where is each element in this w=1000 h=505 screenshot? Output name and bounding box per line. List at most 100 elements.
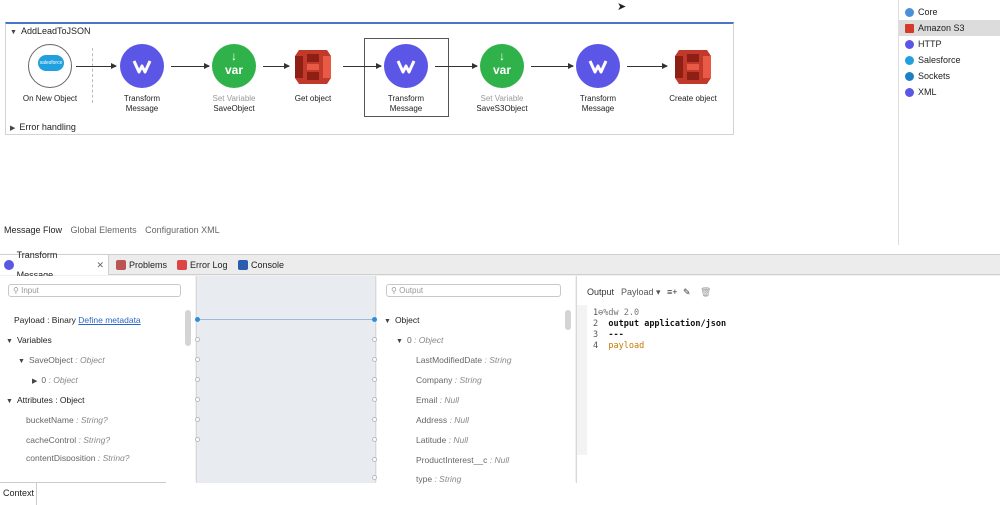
tab-console[interactable]: Console	[234, 255, 288, 275]
input-pane: ⚲ Input Payload : Binary Define metadata…	[0, 276, 195, 505]
code-editor[interactable]: 1⊖%dw 2.0 2 output application/json 3 --…	[577, 305, 1000, 483]
mapping-anchor[interactable]	[372, 397, 377, 402]
expand-triangle-icon[interactable]: ▼	[18, 358, 25, 365]
add-target-icon[interactable]: ≡+	[667, 287, 678, 297]
output-index-row[interactable]: ▼0 : Object	[396, 335, 444, 345]
palette-item-salesforce[interactable]: Salesforce	[899, 52, 1000, 68]
flow-node-get-object[interactable]: Get object	[278, 44, 348, 104]
error-log-icon	[177, 260, 187, 270]
code-line: 1⊖%dw 2.0	[593, 308, 640, 318]
editor-gutter	[577, 305, 587, 455]
output-search-field[interactable]: ⚲ Output	[386, 284, 561, 297]
attributes-row[interactable]: ▼Attributes : Object	[6, 395, 85, 405]
mapping-anchor[interactable]	[195, 397, 200, 402]
index-zero-row[interactable]: ▶0 : Object	[32, 375, 78, 385]
tab-problems[interactable]: Problems	[112, 255, 171, 275]
problems-icon	[116, 260, 126, 270]
mapping-anchor[interactable]	[195, 377, 200, 382]
payload-row[interactable]: Payload : Binary Define metadata	[14, 315, 141, 325]
flow-container[interactable]: ▼AddLeadToJSON salesforce On New Object …	[5, 22, 734, 135]
output-field-row[interactable]: ProductInterest__c : Null	[416, 455, 510, 465]
mapping-anchor[interactable]	[372, 317, 377, 322]
search-icon: ⚲	[13, 286, 22, 295]
mapping-anchor[interactable]	[372, 475, 377, 480]
flow-node-source[interactable]: salesforce On New Object	[15, 44, 85, 104]
delete-trash-icon[interactable]: 🗑	[700, 287, 712, 297]
palette-item-amazon-s3[interactable]: Amazon S3	[899, 20, 1000, 36]
collapse-triangle-icon[interactable]: ▼	[10, 29, 17, 36]
payload-dropdown[interactable]: Payload ▾	[621, 287, 661, 297]
output-field-row[interactable]: Company : String	[416, 375, 482, 385]
expand-triangle-icon[interactable]: ▼	[384, 318, 391, 325]
flow-connector	[343, 63, 382, 69]
mapping-anchor[interactable]	[372, 357, 377, 362]
flow-node-transform-3[interactable]: Transform Message	[563, 44, 633, 114]
expand-triangle-icon[interactable]: ▼	[6, 338, 13, 345]
close-tab-icon[interactable]: ✕	[96, 260, 104, 270]
tab-global-elements[interactable]: Global Elements	[70, 225, 137, 235]
mapping-anchor[interactable]	[195, 317, 200, 322]
palette-item-sockets[interactable]: Sockets	[899, 68, 1000, 84]
transform-message-icon	[4, 260, 14, 270]
flow-node-transform-2[interactable]: Transform Message	[371, 44, 441, 114]
dropdown-caret-icon: ▾	[656, 287, 661, 297]
expand-triangle-icon[interactable]: ▶	[10, 125, 16, 132]
output-field-row[interactable]: Latitude : Null	[416, 435, 468, 445]
flow-node-set-variable-2[interactable]: ↓var Set Variable SaveS3Object	[467, 44, 537, 114]
flow-connector	[627, 63, 668, 69]
expand-triangle-icon[interactable]: ▼	[6, 398, 13, 405]
palette-item-xml[interactable]: XML	[899, 84, 1000, 100]
attribute-row[interactable]: bucketName : String?	[26, 415, 108, 425]
save-object-row[interactable]: ▼SaveObject : Object	[18, 355, 105, 365]
tab-message-flow[interactable]: Message Flow	[4, 225, 63, 235]
flow-title[interactable]: ▼AddLeadToJSON	[10, 26, 91, 36]
mapping-anchor[interactable]	[372, 377, 377, 382]
output-field-row[interactable]: LastModifiedDate : String	[416, 355, 512, 365]
edit-pencil-icon[interactable]: ✎	[683, 287, 691, 297]
console-icon	[238, 260, 248, 270]
context-area	[36, 483, 166, 505]
amazon-s3-bucket-icon	[671, 44, 715, 88]
output-field-row[interactable]: Address : Null	[416, 415, 469, 425]
output-field-row[interactable]: Email : Null	[416, 395, 460, 405]
output-field-row[interactable]: type : String	[416, 474, 462, 484]
code-line: 4 payload	[593, 341, 645, 351]
mapping-anchor[interactable]	[195, 337, 200, 342]
salesforce-source-icon: salesforce	[28, 44, 72, 88]
mapping-anchor[interactable]	[372, 417, 377, 422]
output-root-row[interactable]: ▼Object	[384, 315, 420, 325]
selected-node-frame	[364, 38, 449, 117]
mapping-anchor[interactable]	[372, 337, 377, 342]
palette-item-http[interactable]: HTTP	[899, 36, 1000, 52]
expand-triangle-icon[interactable]: ▼	[396, 338, 403, 345]
tab-error-log[interactable]: Error Log	[173, 255, 232, 275]
mapping-anchor[interactable]	[372, 437, 377, 442]
variables-row[interactable]: ▼Variables	[6, 335, 52, 345]
mapping-anchor[interactable]	[195, 437, 200, 442]
flow-node-set-variable-1[interactable]: ↓var Set Variable SaveObject	[199, 44, 269, 114]
http-icon	[905, 39, 914, 49]
flow-canvas: ▼AddLeadToJSON salesforce On New Object …	[0, 0, 895, 245]
flow-node-transform-1[interactable]: Transform Message	[107, 44, 177, 114]
palette-panel: Core Amazon S3 HTTP Salesforce Sockets X…	[898, 0, 1000, 245]
expand-triangle-icon[interactable]: ▶	[32, 378, 38, 385]
output-scrollbar[interactable]	[565, 310, 571, 330]
input-scrollbar[interactable]	[185, 310, 191, 346]
input-search-field[interactable]: ⚲ Input	[8, 284, 181, 297]
mapping-anchor[interactable]	[195, 357, 200, 362]
error-handling-section[interactable]: ▶Error handling	[10, 122, 76, 132]
tab-transform-message[interactable]: Transform Message ✕	[0, 250, 109, 280]
transform-message-icon	[120, 44, 164, 88]
set-variable-icon: ↓var	[212, 44, 256, 88]
palette-item-core[interactable]: Core	[899, 4, 1000, 20]
source-divider	[92, 48, 93, 103]
define-metadata-link[interactable]: Define metadata	[78, 315, 141, 325]
attribute-row[interactable]: cacheControl : String?	[26, 435, 111, 445]
flow-node-create-object[interactable]: Create object	[658, 44, 728, 104]
tab-configuration-xml[interactable]: Configuration XML	[145, 225, 220, 235]
mapping-anchor[interactable]	[372, 457, 377, 462]
mapping-anchor[interactable]	[195, 417, 200, 422]
attribute-row[interactable]: contentDisposition : String?	[26, 453, 130, 461]
transform-message-icon	[384, 44, 428, 88]
context-section[interactable]: Context	[0, 482, 166, 505]
